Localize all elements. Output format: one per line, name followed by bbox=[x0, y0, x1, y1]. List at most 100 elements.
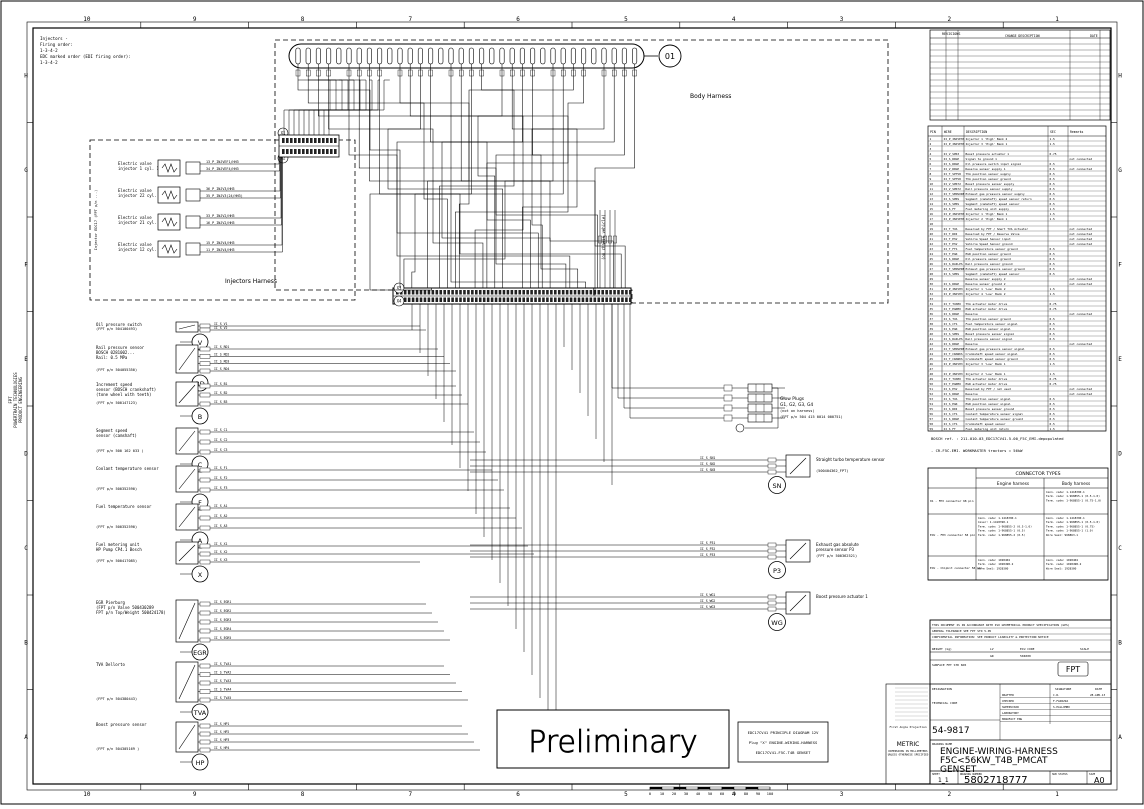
svg-text:II_S_P33: II_S_P33 bbox=[700, 553, 715, 557]
pin-row-1-col-0: 1 bbox=[930, 137, 932, 141]
component-tva: TVA Dellorto(FPT p/n 504380443)II_S_TVA1… bbox=[96, 661, 468, 721]
svg-text:II_S_B3: II_S_B3 bbox=[214, 400, 228, 404]
component-v-label-0: Oil pressure switch bbox=[96, 322, 142, 327]
pin-row-41-col-2: Rail pressure sensor signal bbox=[966, 337, 1013, 341]
injector-4-symbol bbox=[157, 240, 181, 258]
note-line-2: Firing order: bbox=[40, 42, 73, 47]
note-line-5: 1-3-4-2 bbox=[40, 60, 58, 65]
pin-row-36-col-4: not connected bbox=[1070, 312, 1093, 316]
pin-row-53-col-1: II_S_TVA bbox=[944, 397, 958, 401]
pin-row-15-col-3: 1.5 bbox=[1050, 207, 1055, 211]
pin-row-27-col-2: Exhaust gas pressure sensor ground bbox=[966, 267, 1025, 271]
bosch-ref: BOSCH ref. : 211-010-03_EDC17CV41-5.00_F… bbox=[931, 436, 1064, 441]
pin-row-26-col-3: 0.5 bbox=[1050, 262, 1055, 266]
pin-row-3-col-0: 3 bbox=[930, 147, 932, 151]
pin-row-34-col-3: 0.75 bbox=[1050, 302, 1057, 306]
pin-row-57-col-0: 57 bbox=[930, 417, 934, 421]
pin-row-34-col-1: II_T_TVAMO bbox=[944, 302, 962, 306]
component-tva-label-0: TVA Dellorto bbox=[96, 662, 125, 667]
svg-text:II_S_V2: II_S_V2 bbox=[214, 326, 228, 330]
pin-row-43-col-2: Exhaust gas pressure sensor signal bbox=[966, 347, 1025, 351]
pin-row-40-col-0: 40 bbox=[930, 332, 934, 336]
pin-row-20-col-0: 20 bbox=[930, 232, 934, 236]
pin-row-11-col-1: II_V_SPR72 bbox=[944, 187, 962, 191]
pin-row-57-col-3: 0.5 bbox=[1050, 417, 1055, 421]
svg-text:Injector EDC17 (FPT p/n ...): Injector EDC17 (FPT p/n ...) bbox=[94, 190, 98, 251]
pin-row-45-col-0: 45 bbox=[930, 357, 934, 361]
pin-row-22-col-1: II_T_ESV bbox=[944, 242, 958, 246]
grid-row-right-F: F bbox=[1118, 261, 1122, 268]
pin-row-20-col-1: II_T_RDI bbox=[944, 232, 958, 236]
scale-tick-30: 30 bbox=[684, 792, 688, 796]
pin-row-24-col-1: II_T_EGR bbox=[944, 252, 958, 256]
component-sn-label-0: Straight turbo temperature sensor bbox=[816, 457, 885, 462]
pin-row-19-col-4: not connected bbox=[1070, 227, 1093, 231]
tb-first-angle: First Angle Projection bbox=[889, 725, 926, 729]
injector-box-vertical-label: Injector EDC17 (FPT p/n ...) bbox=[94, 190, 98, 251]
pin-row-15-col-0: 15 bbox=[930, 207, 934, 211]
grid-row-left-D: D bbox=[24, 450, 28, 457]
connector-type-1-body-0: Conn. code: 1-1418390-1 bbox=[1046, 516, 1085, 520]
grid-col-bottom-8: 8 bbox=[301, 791, 305, 798]
pin-row-46-col-1: II_P_INJVH3 bbox=[944, 362, 963, 366]
tb-gr: GR bbox=[990, 654, 994, 658]
pin-row-16-col-3: 1.5 bbox=[1050, 212, 1055, 216]
left-margin-text: FPT POWERTRAIN TECHNOLOGIES PRODUCT ENGI… bbox=[8, 372, 23, 428]
pin-row-15-col-2: Fuel metering unit supply bbox=[966, 207, 1010, 211]
component-wg-label-0: Boost pressure actuator 1 bbox=[816, 594, 868, 599]
injector-2-wire-1: 35_P_INJV3(24/HH3) bbox=[206, 194, 243, 198]
pin-row-6-col-1: II_S_RDGP bbox=[944, 162, 960, 166]
tag-x4 bbox=[393, 295, 405, 307]
pin-row-30-col-2: Reserve sensor ground 2 bbox=[966, 282, 1006, 286]
connector-type-0-body-2: Term. code: 1-968855-1 (0.75-1.0) bbox=[1046, 498, 1102, 502]
grid-col-bottom-9: 9 bbox=[193, 791, 197, 798]
component-a: Fuel temperature sensor(FPT p/n 50035259… bbox=[96, 503, 522, 549]
svg-text:II_S_WG2: II_S_WG2 bbox=[700, 599, 715, 603]
pin-row-7-col-3: 0.5 bbox=[1050, 167, 1055, 171]
pin-row-45-col-3: 0.5 bbox=[1050, 357, 1055, 361]
principle-line-2: Plug "X" ENGINE-WIRING-HARNESS bbox=[749, 740, 818, 745]
svg-text:II_S_C2: II_S_C2 bbox=[214, 438, 228, 442]
pin-row-28-col-0: 28 bbox=[930, 272, 934, 276]
pin-row-17-col-1: II_P_INJVEH3 bbox=[944, 217, 965, 221]
pin-row-1-col-1: II_P_INJVEH3 bbox=[944, 137, 965, 141]
pin-row-13-col-2: Segment (camshaft) speed sensor return bbox=[966, 197, 1032, 201]
tb-sig-2: S.PALLOMBO bbox=[1053, 705, 1070, 709]
pin-row-21-col-0: 21 bbox=[930, 237, 934, 241]
pin-row-51-col-4: not connected bbox=[1070, 387, 1093, 391]
margin-line-2: POWERTRAIN TECHNOLOGIES bbox=[13, 372, 18, 428]
connector-type-1-engine-0: Conn. code: 1-1418390-1 bbox=[978, 516, 1017, 520]
grid-col-bottom-7: 7 bbox=[408, 791, 412, 798]
pin-row-7-col-1: II_V_RDGP bbox=[944, 167, 960, 171]
component-egr-label-0: EGR Pierburg bbox=[96, 600, 125, 605]
pin-row-46-col-3: 1.5 bbox=[1050, 362, 1055, 366]
scale-tick-80: 80 bbox=[744, 792, 748, 796]
pin-row-11-col-2: Rail pressure sensor supply bbox=[966, 187, 1013, 191]
pin-row-59-col-2: Fuel metering unit return bbox=[966, 427, 1010, 431]
component-b-tag-text: B bbox=[198, 413, 202, 421]
svg-text:II_S_EGR5: II_S_EGR5 bbox=[214, 636, 231, 640]
pin-row-42-col-0: 42 bbox=[930, 342, 934, 346]
pin-row-2-col-1: II_P_INJVEH3 bbox=[944, 142, 965, 146]
pin-row-42-col-2: Reserve bbox=[966, 342, 978, 346]
svg-text:II_S_TVA1: II_S_TVA1 bbox=[214, 662, 231, 666]
pin-row-28-col-2: Segment (camshaft) speed sensor bbox=[966, 272, 1020, 276]
pin-row-38-col-2: Fuel temperature sensor signal bbox=[966, 322, 1018, 326]
pin-row-33-col-0: 33 bbox=[930, 297, 934, 301]
pin-row-45-col-2: Crankshaft speed sensor ground bbox=[966, 357, 1018, 361]
connector-type-2-engine-1: Term. code: 1928498-2 bbox=[978, 562, 1014, 566]
injector-4-label-1: injector 12 cyl. 4 bbox=[118, 247, 162, 252]
pin-row-23-col-3: 0.5 bbox=[1050, 247, 1055, 251]
component-hp-tag-text: HP bbox=[196, 759, 205, 767]
firing-order-note: Injectors - Firing order: 1-3-4-2 EDC ma… bbox=[40, 36, 131, 65]
pin-row-53-col-2: TVA position sensor signal bbox=[966, 397, 1012, 401]
svg-text:II_S_RD1: II_S_RD1 bbox=[214, 345, 229, 349]
glow-plugs: Glow Plugs G1, G2, G3, G4 (not on harnes… bbox=[723, 383, 843, 433]
pin-row-1-col-2: Injector 1 'High' Bank 2 bbox=[966, 137, 1008, 141]
component-x-label-1: HP Pump CP4.1 Bosch bbox=[96, 547, 142, 552]
pin-row-44-col-3: 0.5 bbox=[1050, 352, 1055, 356]
